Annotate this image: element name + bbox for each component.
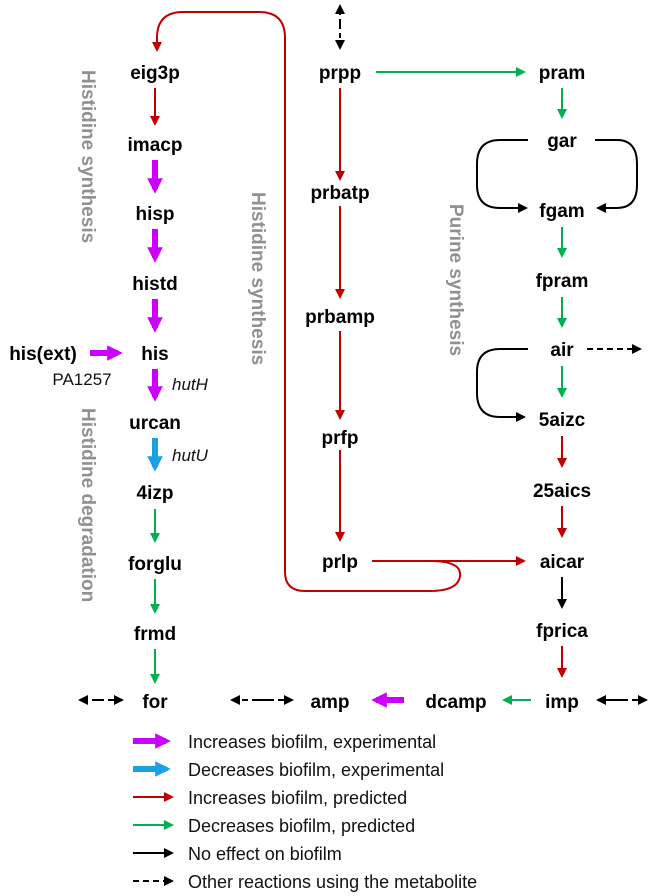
arrow-air-5aizc-loop <box>476 348 528 422</box>
legend-label-dashed: Other reactions using the metabolite <box>188 872 477 892</box>
legend-label-blue: Decreases biofilm, experimental <box>188 760 444 780</box>
legend: Increases biofilm, experimental Decrease… <box>133 732 477 892</box>
metabolite-forglu: forglu <box>128 554 182 575</box>
metabolite-air: air <box>550 340 574 361</box>
metabolite-frmd: frmd <box>134 624 176 645</box>
left-column-arrows <box>78 11 286 705</box>
right-column-nodes: pram gar fgam fpram air 5aizc 25aics aic… <box>310 63 591 713</box>
metabolite-hisp: hisp <box>135 204 174 225</box>
metabolite-25aics: 25aics <box>533 481 591 502</box>
metabolite-aicar: aicar <box>540 552 585 573</box>
metabolite-prlp: prlp <box>322 552 358 573</box>
metabolite-prpp: prpp <box>319 63 361 84</box>
metabolite-amp: amp <box>310 692 349 713</box>
metabolite-pram: pram <box>539 63 585 84</box>
metabolite-his: his <box>141 344 168 365</box>
metabolite-for: for <box>142 692 168 713</box>
legend-label-green: Decreases biofilm, predicted <box>188 816 415 836</box>
right-column-arrows <box>230 88 648 708</box>
metabolite-prbatp: prbatp <box>310 183 369 204</box>
metabolite-urcan: urcan <box>129 413 181 434</box>
arrow-aicar-loop-to-eig3p-base <box>284 540 462 592</box>
metabolite-imp: imp <box>545 692 579 713</box>
section-histidine-synthesis-left: Histidine synthesis <box>77 70 98 243</box>
metabolite-gar: gar <box>547 131 577 152</box>
arrow-gar-fgam-left <box>476 139 528 213</box>
gene-label-pa1257: PA1257 <box>52 370 111 389</box>
metabolite-4izp: 4izp <box>137 483 174 504</box>
legend-label-magenta: Increases biofilm, experimental <box>188 732 436 752</box>
metabolite-imacp: imacp <box>128 135 183 156</box>
metabolite-his-ext: his(ext) <box>9 344 77 365</box>
section-histidine-degradation: Histidine degradation <box>77 408 98 602</box>
section-purine-synthesis: Purine synthesis <box>445 204 466 356</box>
section-histidine-synthesis-middle: Histidine synthesis <box>247 192 268 365</box>
metabolite-fpram: fpram <box>536 271 589 292</box>
middle-column-nodes: prpp prbatp prbamp prfp prlp <box>305 63 375 573</box>
left-column-nodes: eig3p imacp hisp histd his his(ext) PA12… <box>9 63 208 713</box>
section-labels: Histidine synthesis Histidine degradatio… <box>77 70 466 602</box>
metabolite-prfp: prfp <box>322 428 359 449</box>
metabolite-histd: histd <box>132 274 177 295</box>
metabolite-fgam: fgam <box>539 201 584 222</box>
metabolite-fprica: fprica <box>536 621 588 642</box>
metabolite-prbamp: prbamp <box>305 307 375 328</box>
arrow-prpp-to-eig3p <box>152 11 286 540</box>
metabolite-dcamp: dcamp <box>425 692 486 713</box>
gene-label-hutu: hutU <box>172 446 209 465</box>
metabolite-5aizc: 5aizc <box>539 410 586 431</box>
legend-label-black: No effect on biofilm <box>188 844 342 864</box>
gene-label-huth: hutH <box>172 375 209 394</box>
middle-column-arrows <box>284 4 526 592</box>
arrow-gar-fgam-right <box>595 139 638 213</box>
metabolite-eig3p: eig3p <box>130 63 180 84</box>
legend-label-red: Increases biofilm, predicted <box>188 788 407 808</box>
